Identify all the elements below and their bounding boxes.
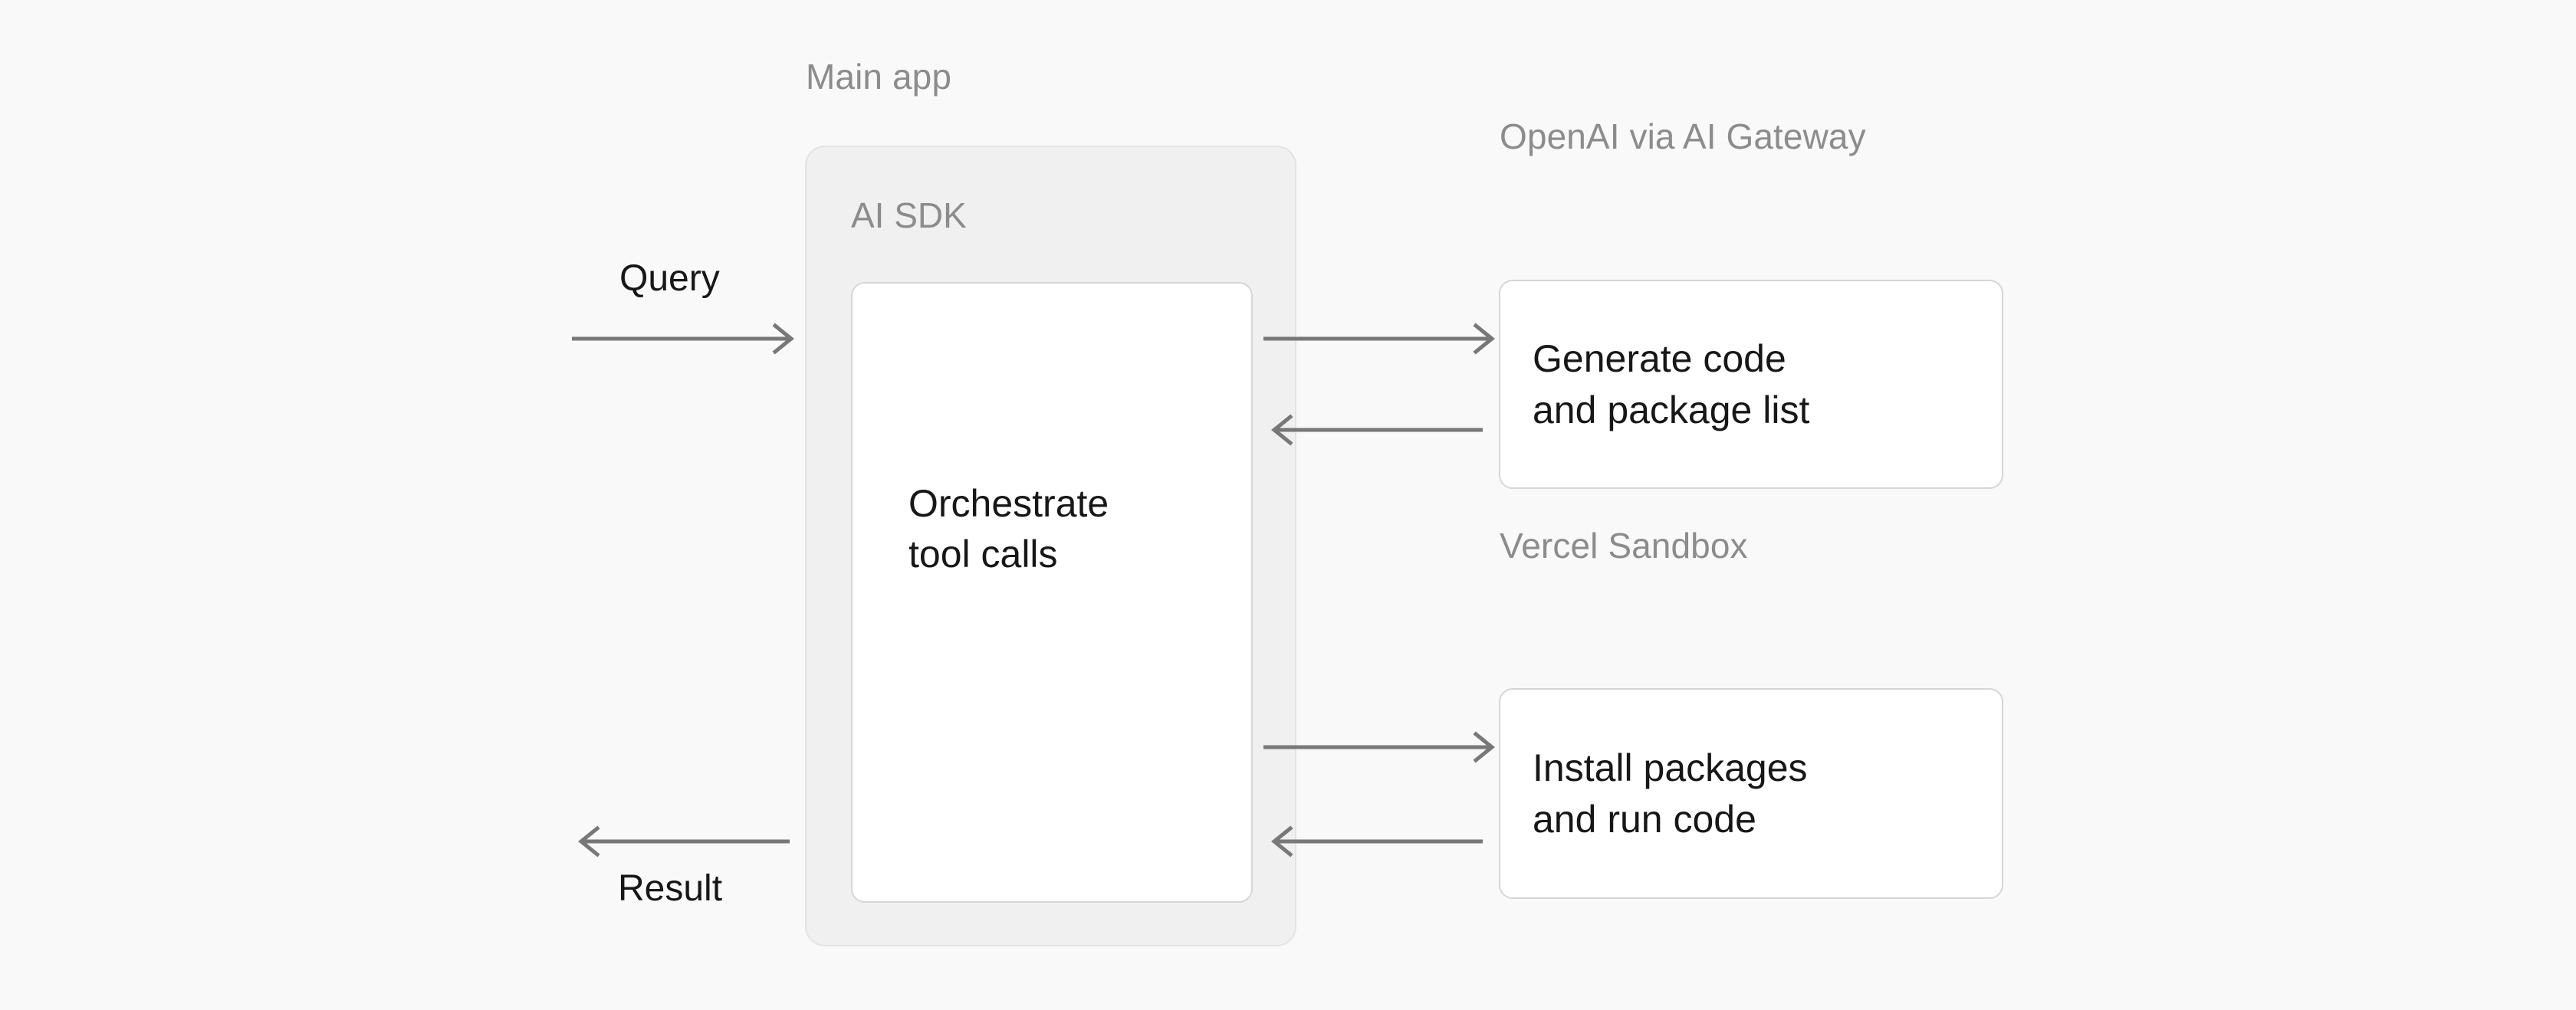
query-label: Query xyxy=(619,258,720,299)
gateway-caption: OpenAI via AI Gateway xyxy=(1500,116,1866,156)
gateway-card: Generate code and package list xyxy=(1499,280,2003,489)
gateway-request-arrow xyxy=(1263,323,1495,355)
sandbox-card-text: Install packages and run code xyxy=(1533,746,1808,841)
gateway-card-text: Generate code and package list xyxy=(1533,336,1810,431)
ai-sdk-label: AI SDK xyxy=(851,195,967,235)
sandbox-request-arrow xyxy=(1263,731,1495,763)
sandbox-caption: Vercel Sandbox xyxy=(1500,526,1748,566)
gateway-response-arrow xyxy=(1271,414,1483,446)
sandbox-card: Install packages and run code xyxy=(1499,688,2003,899)
result-label: Result xyxy=(618,868,723,909)
orchestrator-card xyxy=(851,282,1253,903)
result-arrow xyxy=(578,825,790,858)
sandbox-response-arrow xyxy=(1271,825,1483,858)
query-arrow xyxy=(572,323,794,355)
orchestrator-card-text: Orchestrate tool calls xyxy=(909,482,1109,576)
main-app-caption: Main app xyxy=(806,57,952,97)
